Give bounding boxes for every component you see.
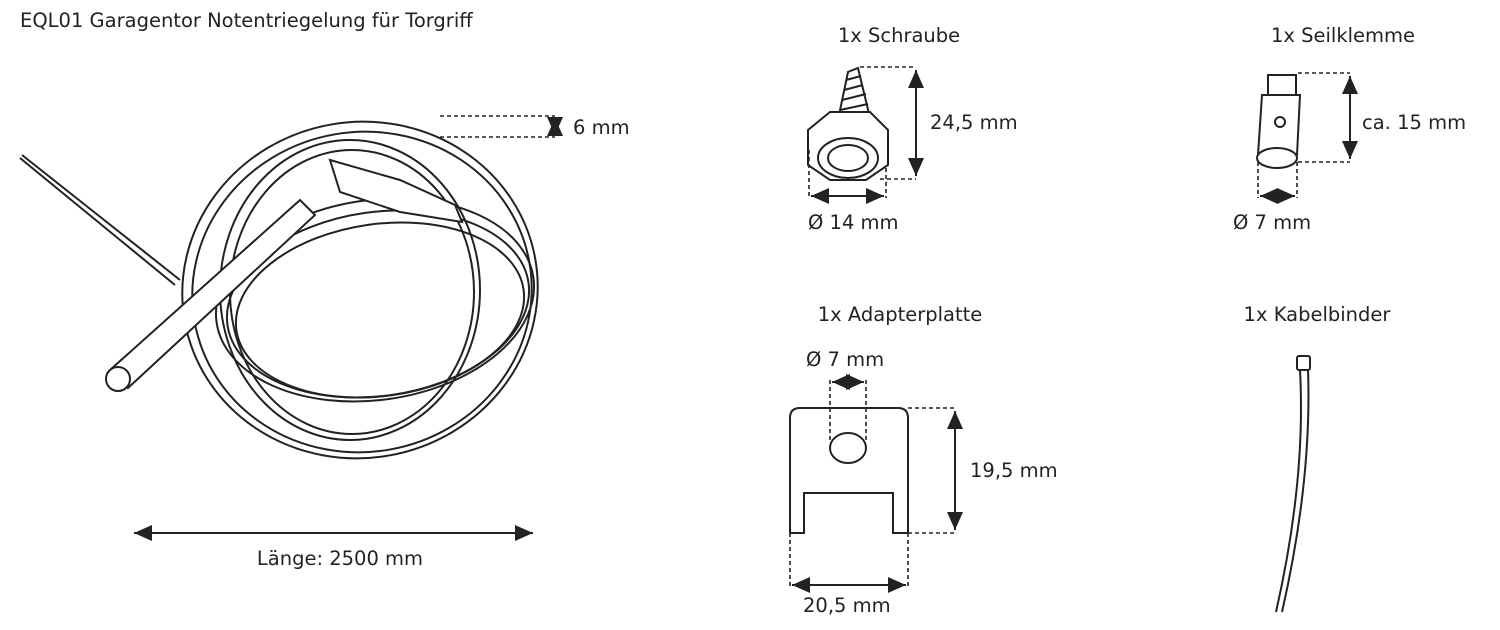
plate-width-label: 20,5 mm — [803, 594, 891, 617]
cable-coil-illustration — [19, 120, 539, 460]
page-title: EQL01 Garagentor Notentriegelung für Tor… — [20, 9, 473, 32]
clamp-length-label: ca. 15 mm — [1362, 111, 1466, 134]
cable-diameter-label: 6 mm — [573, 116, 630, 139]
clamp-diameter-label: Ø 7 mm — [1233, 211, 1311, 234]
screw-title: 1x Schraube — [838, 24, 960, 47]
cable-tie-illustration — [1275, 355, 1311, 613]
tie-title: 1x Kabelbinder — [1244, 303, 1392, 326]
cable-length-label: Länge: 2500 mm — [257, 547, 423, 570]
screw-illustration — [807, 66, 889, 181]
screw-length-label: 24,5 mm — [930, 111, 1018, 134]
plate-height-label: 19,5 mm — [970, 459, 1058, 482]
adapter-plate-illustration — [789, 407, 909, 534]
screw-diameter-label: Ø 14 mm — [808, 211, 899, 234]
cable-diameter-dimension — [440, 115, 555, 138]
clamp-title: 1x Seilklemme — [1271, 24, 1415, 47]
plate-hole-label: Ø 7 mm — [806, 348, 884, 371]
clamp-illustration — [1256, 74, 1302, 169]
plate-title: 1x Adapterplatte — [818, 303, 983, 326]
